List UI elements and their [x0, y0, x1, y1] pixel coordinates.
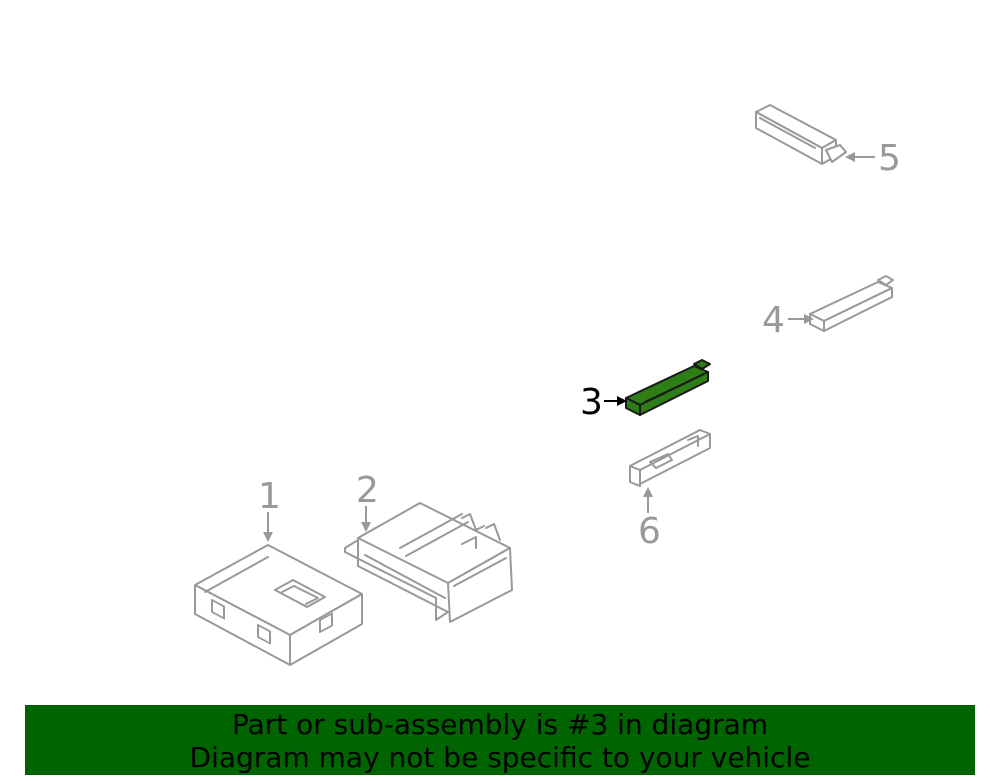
- callout-2[interactable]: 2: [356, 470, 379, 511]
- part-5-module[interactable]: [755, 104, 847, 165]
- part-6-bracket[interactable]: [629, 429, 711, 487]
- banner-line-2: Diagram may not be specific to your vehi…: [189, 741, 811, 774]
- callout-3[interactable]: 3: [580, 382, 603, 423]
- callout-4-arrow: [788, 314, 814, 324]
- callout-3-arrow: [604, 396, 627, 406]
- banner-line-1: Part or sub-assembly is #3 in diagram: [231, 708, 769, 741]
- callout-6-arrow: [643, 487, 653, 513]
- callout-6[interactable]: 6: [638, 511, 661, 552]
- callout-5-arrow: [845, 152, 875, 162]
- callout-1[interactable]: 1: [258, 476, 281, 517]
- part-3-highlighted-module[interactable]: [625, 359, 711, 416]
- part-2-mounting-bracket[interactable]: [344, 502, 513, 623]
- part-4-antenna[interactable]: [809, 275, 894, 332]
- callout-2-arrow: [361, 506, 371, 532]
- info-banner: Part or sub-assembly is #3 in diagram Di…: [25, 705, 975, 775]
- part-1-control-unit[interactable]: [194, 544, 363, 666]
- callout-5[interactable]: 5: [878, 138, 901, 179]
- callout-1-arrow: [263, 512, 273, 542]
- callout-4[interactable]: 4: [762, 300, 785, 341]
- parts-diagram: 5 4 3 6: [194, 104, 901, 666]
